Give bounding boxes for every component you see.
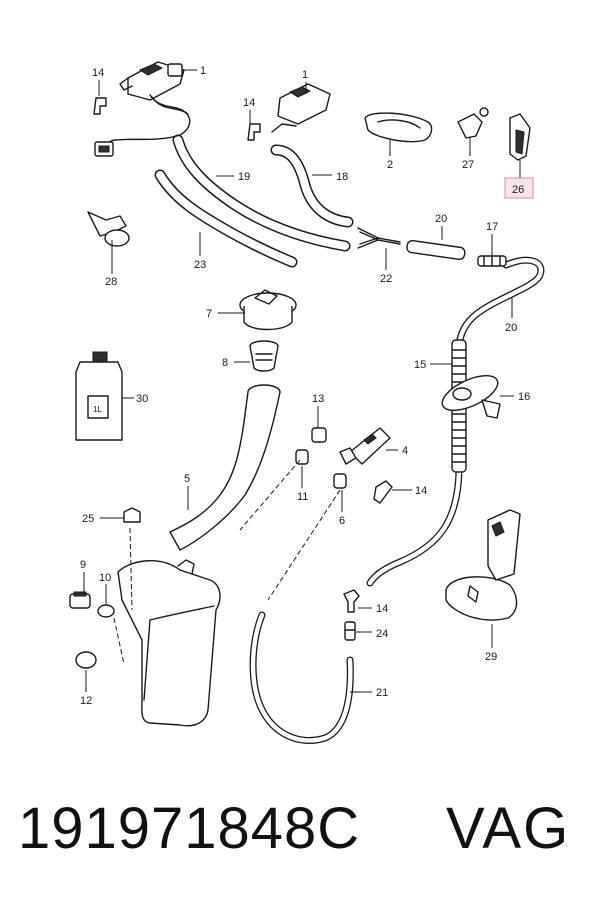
callout-1b: 1 — [302, 69, 308, 81]
callout-14c: 14 — [415, 485, 427, 497]
callout-8: 8 — [222, 357, 228, 369]
strainer-8 — [249, 340, 279, 372]
hose-20-long — [455, 256, 545, 349]
hose-21 — [249, 611, 354, 744]
callout-17: 17 — [486, 221, 498, 233]
assembly-line-4-6 — [267, 489, 341, 601]
grommet-10 — [97, 604, 115, 618]
hose-20-short — [406, 239, 466, 261]
hose-23 — [154, 169, 298, 268]
callout-bottle-label: 1L — [93, 405, 102, 414]
clip-25 — [123, 507, 141, 523]
washer-jet-29 — [445, 509, 521, 621]
callout-1a: 1 — [200, 65, 206, 77]
elbow-14c — [373, 480, 393, 504]
connector-24 — [344, 621, 356, 641]
callout-25: 25 — [82, 513, 94, 525]
highlight-box-26 — [504, 177, 534, 199]
callout-22: 22 — [380, 273, 392, 285]
callout-26: 26 — [512, 184, 524, 196]
washer-jet-1a — [106, 61, 191, 151]
assembly-line-13-5 — [239, 459, 301, 531]
callout-labels: 1 14 1 14 2 27 26 19 18 23 20 17 22 20 2… — [80, 65, 530, 707]
callout-23: 23 — [194, 259, 206, 271]
callout-7: 7 — [206, 308, 212, 320]
assembly-line-9-10 — [113, 617, 125, 665]
brand-label: VAG — [446, 796, 571, 861]
y-piece-22 — [357, 227, 401, 249]
callout-13: 13 — [312, 393, 324, 405]
callout-5: 5 — [184, 473, 190, 485]
callout-29: 29 — [485, 651, 497, 663]
callout-2: 2 — [387, 159, 393, 171]
callout-9: 9 — [80, 559, 86, 571]
washer-jet-1b — [271, 83, 331, 133]
assembly-line-pump — [129, 527, 133, 611]
washer-pump-4 — [339, 427, 391, 465]
clip-27 — [457, 107, 489, 139]
filler-cap-7 — [239, 289, 297, 331]
callout-30: 30 — [136, 393, 148, 405]
callout-6: 6 — [339, 515, 345, 527]
callout-20a: 20 — [435, 213, 447, 225]
fluid-bottle-30 — [75, 351, 123, 441]
grommet-12 — [75, 651, 97, 669]
cover-2 — [364, 112, 433, 143]
grommet-16 — [441, 374, 501, 419]
callout-16: 16 — [518, 391, 530, 403]
elbow-14b — [247, 123, 261, 141]
callout-21: 21 — [376, 687, 388, 699]
elbow-14a — [93, 97, 107, 115]
grommet-6 — [333, 473, 347, 489]
callout-20b: 20 — [505, 322, 517, 334]
callout-19: 19 — [238, 171, 250, 183]
callout-11: 11 — [297, 491, 308, 503]
callout-10: 10 — [99, 572, 111, 584]
callout-18: 18 — [336, 171, 348, 183]
clip-26 — [509, 113, 531, 161]
grommet-13 — [311, 427, 327, 443]
elbow-14d — [343, 589, 360, 613]
connector-plug-1a — [94, 141, 114, 157]
callout-27: 27 — [462, 159, 474, 171]
callout-4: 4 — [402, 445, 408, 457]
callout-24: 24 — [376, 628, 388, 640]
callout-14b: 14 — [243, 97, 255, 109]
connector-17 — [477, 255, 507, 267]
leader-lines — [83, 69, 521, 693]
callout-12: 12 — [80, 695, 92, 707]
callout-15: 15 — [414, 359, 426, 371]
part-number: 191971848C — [18, 796, 361, 861]
hose-18 — [270, 144, 354, 228]
hose-lower-right — [366, 466, 463, 587]
filler-neck-5 — [169, 384, 281, 551]
callout-14a: 14 — [92, 67, 104, 79]
reservoir — [117, 559, 221, 727]
pump-9 — [69, 591, 91, 609]
callout-28: 28 — [105, 276, 117, 288]
clip-28 — [87, 211, 130, 247]
hose-19 — [172, 134, 351, 252]
callout-14d: 14 — [376, 603, 388, 615]
